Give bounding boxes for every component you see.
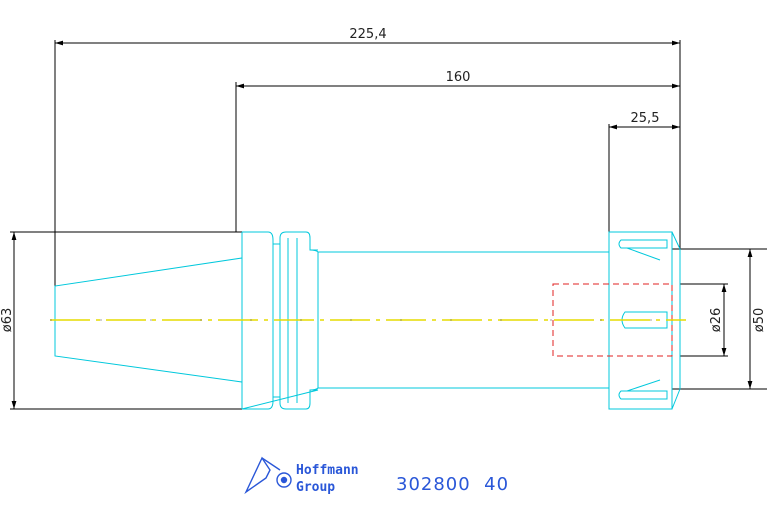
part-outline [54,231,681,410]
flange-body [241,231,319,410]
nut-slot-middle [621,311,668,329]
dimension-lines [10,40,767,410]
dimension-labels: 225,4 160 25,5 ø63 ø26 ø50 [0,27,767,332]
logo-line-2: Group [296,480,335,495]
logo-line-1: Hoffmann [296,463,359,478]
nut-length-label: 25,5 [631,111,660,126]
flange-diameter-label: ø63 [0,308,15,333]
logo-mark-icon [244,456,292,495]
nut-slot-top [618,239,668,249]
nut-slot-bottom [618,390,668,400]
part-number: 302800 40 [396,474,509,495]
nut-inner-line-1 [626,247,661,261]
nut-chamfer-top [671,231,681,250]
hoffmann-logo: Hoffmann Group [244,456,359,495]
clamp-diameter-label: ø26 [709,308,724,333]
shank-length-label: 160 [446,70,471,85]
shank [309,249,609,391]
overall-length-label: 225,4 [349,27,386,42]
nut-inner-line-2 [626,379,661,392]
nut-diameter-label: ø50 [752,308,767,333]
nut-chamfer-bottom [671,388,681,410]
